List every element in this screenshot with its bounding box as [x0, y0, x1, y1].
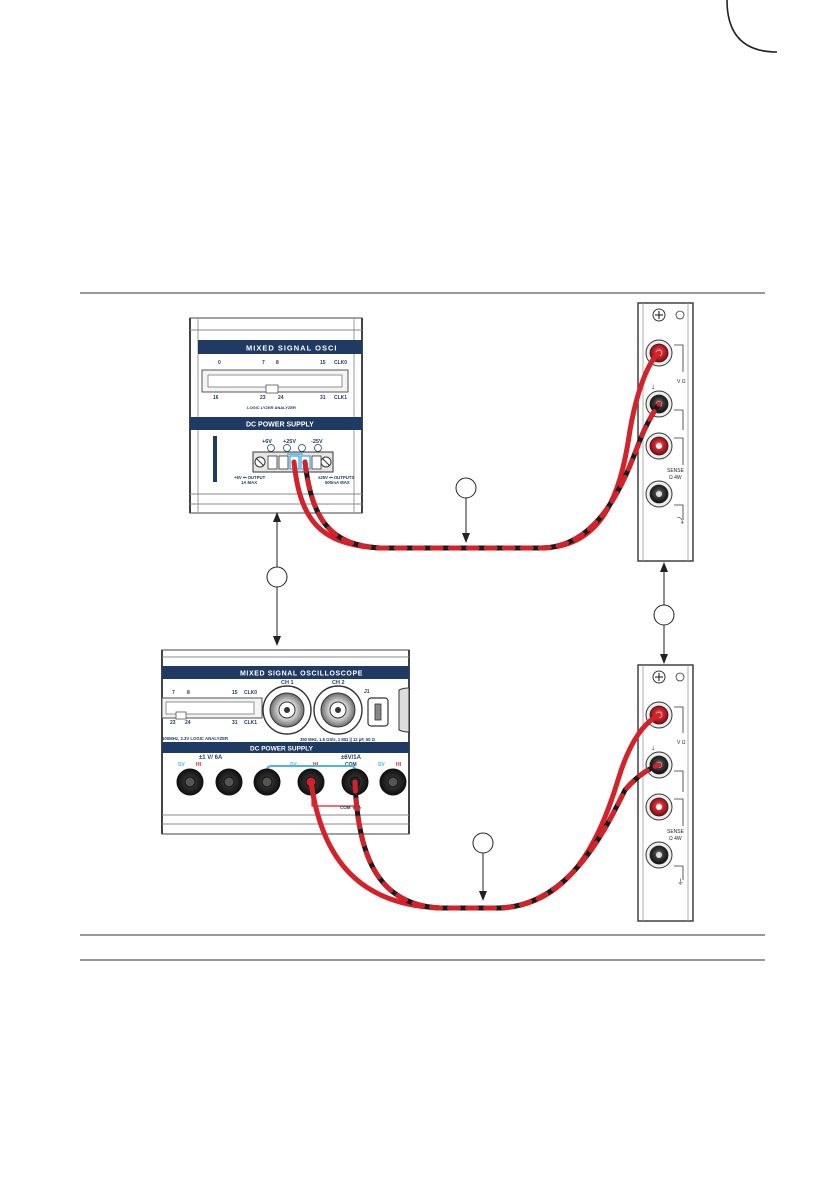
mso-banner-top [198, 340, 362, 354]
logic-pin-label: 7 [172, 690, 175, 696]
ch2-label: CH 2 [332, 680, 345, 686]
callout-wire-top [455, 477, 477, 543]
bnc-ch1 [262, 685, 312, 735]
dmm-sense-label: SENSE [667, 468, 685, 474]
logic-caption-bottom: 100MHz, 3.3V LOGIC ANALYZER [162, 736, 229, 741]
terminal-label-25v: +25V [283, 439, 296, 445]
ch1-label: CH 1 [281, 680, 294, 686]
dmm-v-label: V Ω [677, 379, 686, 385]
logic-pin-label: 7 [262, 360, 265, 366]
logic-pin-label: 23 [170, 720, 176, 726]
callout-wire-bottom [472, 832, 494, 901]
mso-banner-bottom [162, 666, 409, 679]
dc-output-left-caption: +6V ⎓ OUTPUT [234, 475, 266, 480]
logic-pin-label: 15 [232, 690, 238, 696]
dc-banner-bottom-label: DC POWER SUPPLY [250, 746, 314, 753]
logic-pin-label: CLK1 [334, 395, 347, 401]
logic-pin-label: 15 [320, 360, 326, 366]
dc-banner-bottom [162, 742, 409, 753]
usb-port [367, 697, 389, 727]
logic-pin-label: 31 [232, 720, 238, 726]
ground-arrow-icon: ↓ [651, 743, 655, 752]
dc-banner-top-label: DC POWER SUPPLY [246, 422, 314, 429]
dmm-sense-label-2: Ω 4W [669, 836, 682, 842]
top-device-panel: MIXED SIGNAL OSCI 0 7 8 15 CLK0 16 23 24… [189, 317, 363, 514]
binding-post-3 [253, 768, 281, 796]
hi-label: HI [396, 762, 402, 768]
logic-pin-label: 24 [278, 395, 284, 401]
sense-label: SV [178, 762, 185, 768]
bnc-partial [398, 687, 410, 733]
twisted-wire-top [291, 350, 662, 551]
panel-accent-bar [213, 436, 217, 482]
logic-pin-label: 31 [320, 395, 326, 401]
bnc-ch2 [313, 685, 363, 735]
logic-pin-label: 16 [213, 395, 219, 401]
mso-banner-bottom-label: MIXED SIGNAL OSCILLOSCOPE [240, 671, 363, 678]
dc2-left-group-label: ±1 V/ 6A [199, 755, 223, 761]
dc-output-right-caption: ±25V ⎓ OUTPUTS [318, 475, 354, 480]
terminal-label-6v: +6V [262, 439, 272, 445]
ground-symbol-icon: ⏚ [677, 878, 684, 886]
logic-caption-top: LOGIC LYZER ANALYZER [247, 405, 296, 410]
dc-output-right-caption-2: 500mA MAX [325, 480, 350, 485]
dmm-sense-label: SENSE [667, 829, 685, 835]
logic-pin-label: CLK0 [244, 690, 257, 696]
dmm-sense-label-2: Ω 4W [669, 475, 682, 481]
dmm-module-top: ↓ V Ω SENSE Ω 4W ⤵ [637, 302, 694, 562]
crop-mark [726, 0, 778, 53]
binding-post-2 [215, 768, 243, 796]
scope-caption: 350 MHz, 1.5 GS/s, 1 MΩ || 12 pF, 50 Ω [300, 737, 376, 742]
logic-pin-label: 24 [185, 720, 191, 726]
logic-pin-label: 23 [260, 395, 266, 401]
hi-label: HI [196, 762, 202, 768]
logic-pin-label: CLK0 [334, 360, 347, 366]
dc-output-left-caption-2: 1A MAX [241, 480, 257, 485]
port-j1-label: J1 [364, 689, 370, 695]
com-ground-caption: COM ⏚ ⏚ [340, 804, 362, 811]
binding-post-6 [379, 768, 407, 796]
mso-banner-top-label: MIXED SIGNAL OSCI [246, 344, 337, 353]
sense-label: SV [378, 762, 385, 768]
logic-connector-bottom: 7 8 15 CLK0 23 24 31 CLK1 100MHz, 3.3V L… [161, 690, 263, 741]
callout-dmm-link [653, 562, 675, 664]
ground-arrow-icon: ⤵ [677, 517, 684, 525]
binding-post-1 [176, 768, 204, 796]
dmm-module-bottom: ↓ V Ω SENSE Ω 4W ⏚ [637, 664, 694, 922]
bottom-device-panel: MIXED SIGNAL OSCILLOSCOPE 7 8 15 CLK0 23… [161, 649, 410, 835]
logic-connector-top: 0 7 8 15 CLK0 16 23 24 31 CLK1 LOGIC LYZ… [201, 360, 349, 410]
ground-arrow-icon: ↓ [651, 382, 655, 391]
logic-pin-label: 8 [276, 360, 279, 366]
callout-device-link [266, 512, 288, 646]
logic-pin-label: CLK1 [244, 720, 257, 726]
dmm-v-label: V Ω [677, 740, 686, 746]
twisted-wire-bottom [308, 712, 662, 911]
logic-pin-label: 8 [187, 690, 190, 696]
dc-banner-top [190, 417, 362, 430]
dc2-right-group-label: ±6V/1A [341, 755, 362, 761]
terminal-label-neg25v: -25V [311, 439, 323, 445]
logic-pin-label: 0 [218, 360, 221, 366]
